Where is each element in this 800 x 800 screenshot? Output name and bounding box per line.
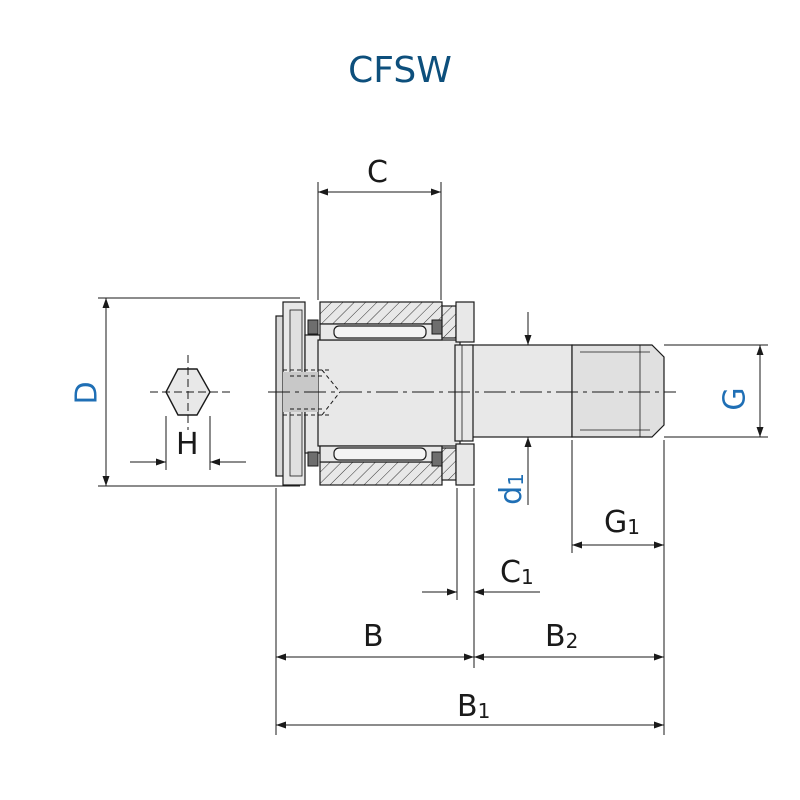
- label-B1-sub: 1: [477, 699, 491, 723]
- label-d1: d1: [493, 473, 529, 505]
- label-H: H: [176, 427, 199, 462]
- label-B1: B1: [457, 692, 490, 722]
- label-G: G: [717, 387, 753, 411]
- label-C1: C1: [500, 558, 534, 588]
- label-G1-sub: 1: [627, 515, 640, 539]
- label-G1-main: G: [604, 505, 628, 540]
- label-C: C: [367, 155, 388, 190]
- label-G1: G1: [604, 508, 640, 538]
- label-d1-sub: 1: [503, 473, 528, 486]
- dimension-lines: [102, 188, 764, 729]
- label-D: D: [69, 381, 105, 405]
- label-B: B: [363, 619, 384, 654]
- diagram-title: CFSW: [348, 50, 452, 91]
- inner-shaft: [317, 339, 474, 447]
- stud-shank: [469, 344, 665, 438]
- label-B1-main: B: [457, 689, 478, 724]
- label-C1-main: C: [500, 555, 521, 590]
- label-B2-sub: 2: [565, 629, 579, 653]
- label-d1-main: d: [493, 485, 529, 505]
- needle-rollers: [333, 325, 427, 461]
- label-C1-sub: 1: [520, 565, 534, 589]
- hexagon-socket-view: [150, 355, 232, 430]
- label-B2: B2: [545, 622, 578, 652]
- side-washer: [441, 301, 475, 486]
- label-B2-main: B: [545, 619, 566, 654]
